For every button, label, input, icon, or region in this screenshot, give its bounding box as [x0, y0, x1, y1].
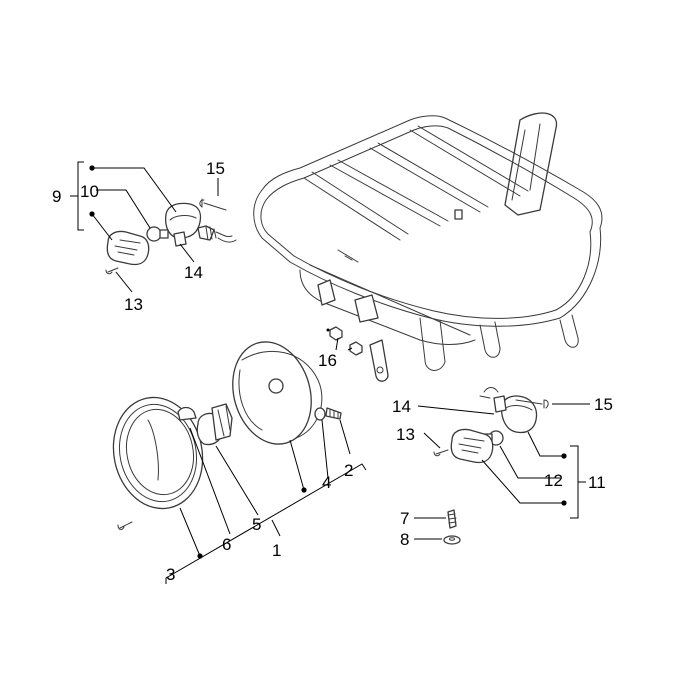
label-15-right: 15 [594, 395, 613, 414]
right-turn-signal-assembly [433, 387, 549, 464]
label-6: 6 [222, 535, 231, 554]
label-14-left: 14 [184, 263, 203, 282]
headlight-assembly [112, 326, 461, 545]
label-16: 16 [318, 351, 337, 370]
front-rack [253, 112, 603, 382]
label-15-left: 15 [206, 159, 225, 178]
label-13-left: 13 [124, 295, 143, 314]
callout-labels: 9 10 15 14 13 16 14 15 13 12 11 2 4 5 6 … [52, 159, 613, 584]
label-12: 12 [544, 471, 563, 490]
label-2: 2 [344, 461, 353, 480]
left-turn-signal-assembly [105, 198, 237, 275]
label-9: 9 [52, 187, 61, 206]
label-10: 10 [80, 182, 99, 201]
label-5: 5 [252, 515, 261, 534]
label-11: 11 [588, 473, 606, 492]
label-8: 8 [400, 530, 409, 549]
label-13-right: 13 [396, 425, 415, 444]
label-1: 1 [272, 541, 281, 560]
leader-lines [70, 161, 590, 584]
label-7: 7 [400, 509, 409, 528]
label-4: 4 [322, 473, 331, 492]
label-14-right: 14 [392, 397, 411, 416]
label-3: 3 [166, 565, 175, 584]
callout-dots [89, 165, 567, 559]
